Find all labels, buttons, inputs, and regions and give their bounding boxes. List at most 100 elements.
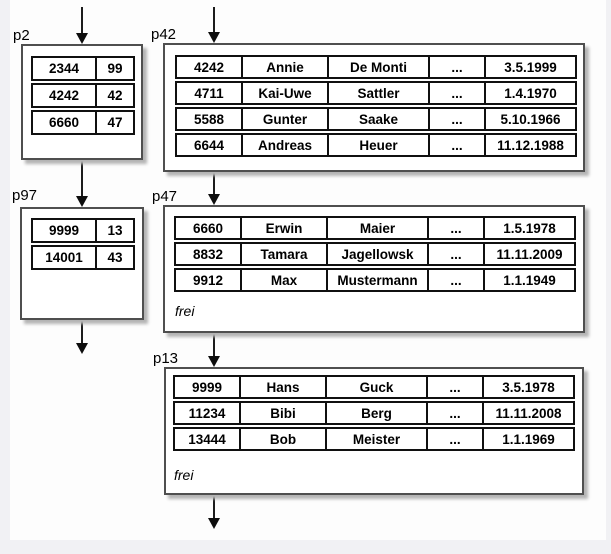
table-cell: 43 — [95, 247, 133, 268]
table-cell: 9999 — [191, 379, 223, 395]
arrow-out-of-p97 — [76, 321, 88, 354]
table-cell: ... — [426, 429, 482, 449]
table-cell: 11.11.2008 — [482, 403, 573, 423]
arrow-shaft — [213, 7, 215, 34]
table-cell: Andreas — [241, 135, 327, 155]
table-cell: 8832 — [192, 246, 224, 262]
table-cell: 6644 — [193, 137, 225, 153]
arrow-head-icon — [76, 33, 88, 44]
table-cell: Mustermann — [326, 270, 427, 290]
table-cell: 11.11.2009 — [483, 244, 574, 264]
table-cell: Berg — [325, 403, 426, 423]
table-cell: Saake — [327, 109, 428, 129]
table-cell: ... — [427, 218, 483, 238]
table-cell: Heuer — [327, 135, 428, 155]
table-cell: 47 — [95, 112, 133, 133]
arrow-shaft — [213, 173, 215, 196]
free-space-label-p13: frei — [174, 467, 194, 483]
table-cell: Gunter — [241, 109, 327, 129]
table-cell: 3.5.1999 — [484, 57, 575, 77]
index-table-p97: 9999 13 14001 43 — [31, 218, 135, 270]
free-space-label-p47: frei — [175, 303, 195, 319]
arrow-shaft — [213, 334, 215, 358]
table-cell: 1.5.1978 — [483, 218, 574, 238]
table-cell: 6660 — [48, 115, 80, 130]
table-cell: ... — [427, 270, 483, 290]
page-label-p47: p47 — [152, 188, 178, 205]
page-label-p42: p42 — [151, 26, 177, 43]
table-cell: 3.5.1978 — [482, 377, 573, 397]
table-row: 14001 43 — [31, 245, 135, 270]
table-cell: ... — [428, 135, 484, 155]
table-cell: Annie — [241, 57, 327, 77]
table-cell: ... — [428, 83, 484, 103]
table-cell: 4711 — [194, 85, 224, 101]
table-cell: 99 — [95, 58, 133, 79]
table-cell: Erwin — [240, 218, 326, 238]
table-cell: 5588 — [193, 111, 225, 127]
table-cell: 1.1.1969 — [482, 429, 573, 449]
arrow-head-icon — [76, 196, 88, 207]
arrow-head-icon — [208, 194, 220, 205]
arrow-head-icon — [208, 356, 220, 367]
arrow-shaft — [81, 321, 83, 345]
table-cell: Bibi — [239, 403, 325, 423]
table-row: 2344 99 — [31, 56, 135, 81]
table-cell: 42 — [95, 85, 133, 106]
arrow-head-icon — [76, 343, 88, 354]
table-cell: De Monti — [327, 57, 428, 77]
table-cell: 4242 — [48, 88, 80, 103]
table-cell: 11.12.1988 — [484, 135, 575, 155]
table-cell: Tamara — [240, 244, 326, 264]
arrow-head-icon — [208, 518, 220, 529]
table-cell: 4242 — [193, 59, 225, 75]
table-cell: 2344 — [48, 61, 80, 76]
table-row: 6660 47 — [31, 110, 135, 135]
page-label-p2: p2 — [13, 27, 30, 44]
table-cell: Sattler — [327, 83, 428, 103]
table-cell: 5.10.1966 — [484, 109, 575, 129]
table-cell: Guck — [325, 377, 426, 397]
arrow-shaft — [81, 7, 83, 35]
table-cell: ... — [427, 244, 483, 264]
table-cell: Hans — [239, 377, 325, 397]
table-cell: 14001 — [45, 250, 83, 265]
table-cell: 9912 — [192, 272, 224, 288]
table-cell: 1.1.1949 — [483, 270, 574, 290]
arrow-shaft — [213, 496, 215, 520]
page-label-p97: p97 — [12, 187, 38, 204]
table-cell: Bob — [239, 429, 325, 449]
table-cell: Jagellowsk — [326, 244, 427, 264]
arrow-p47-to-p13 — [208, 334, 220, 367]
arrow-out-of-p13 — [208, 496, 220, 529]
table-cell: 13 — [95, 220, 133, 241]
table-cell: Maier — [326, 218, 427, 238]
arrow-head-icon — [208, 32, 220, 43]
table-cell: 1.4.1970 — [484, 83, 575, 103]
table-cell: 13444 — [188, 431, 226, 447]
table-cell: Kai-Uwe — [241, 83, 327, 103]
table-cell: Max — [240, 270, 326, 290]
table-cell: Meister — [325, 429, 426, 449]
arrow-p42-to-p47 — [208, 173, 220, 205]
table-cell: ... — [426, 377, 482, 397]
table-cell: 11234 — [188, 405, 226, 421]
arrow-shaft — [81, 161, 83, 198]
table-cell: ... — [428, 109, 484, 129]
arrow-into-p42 — [208, 7, 220, 43]
table-cell: 9999 — [48, 223, 80, 238]
